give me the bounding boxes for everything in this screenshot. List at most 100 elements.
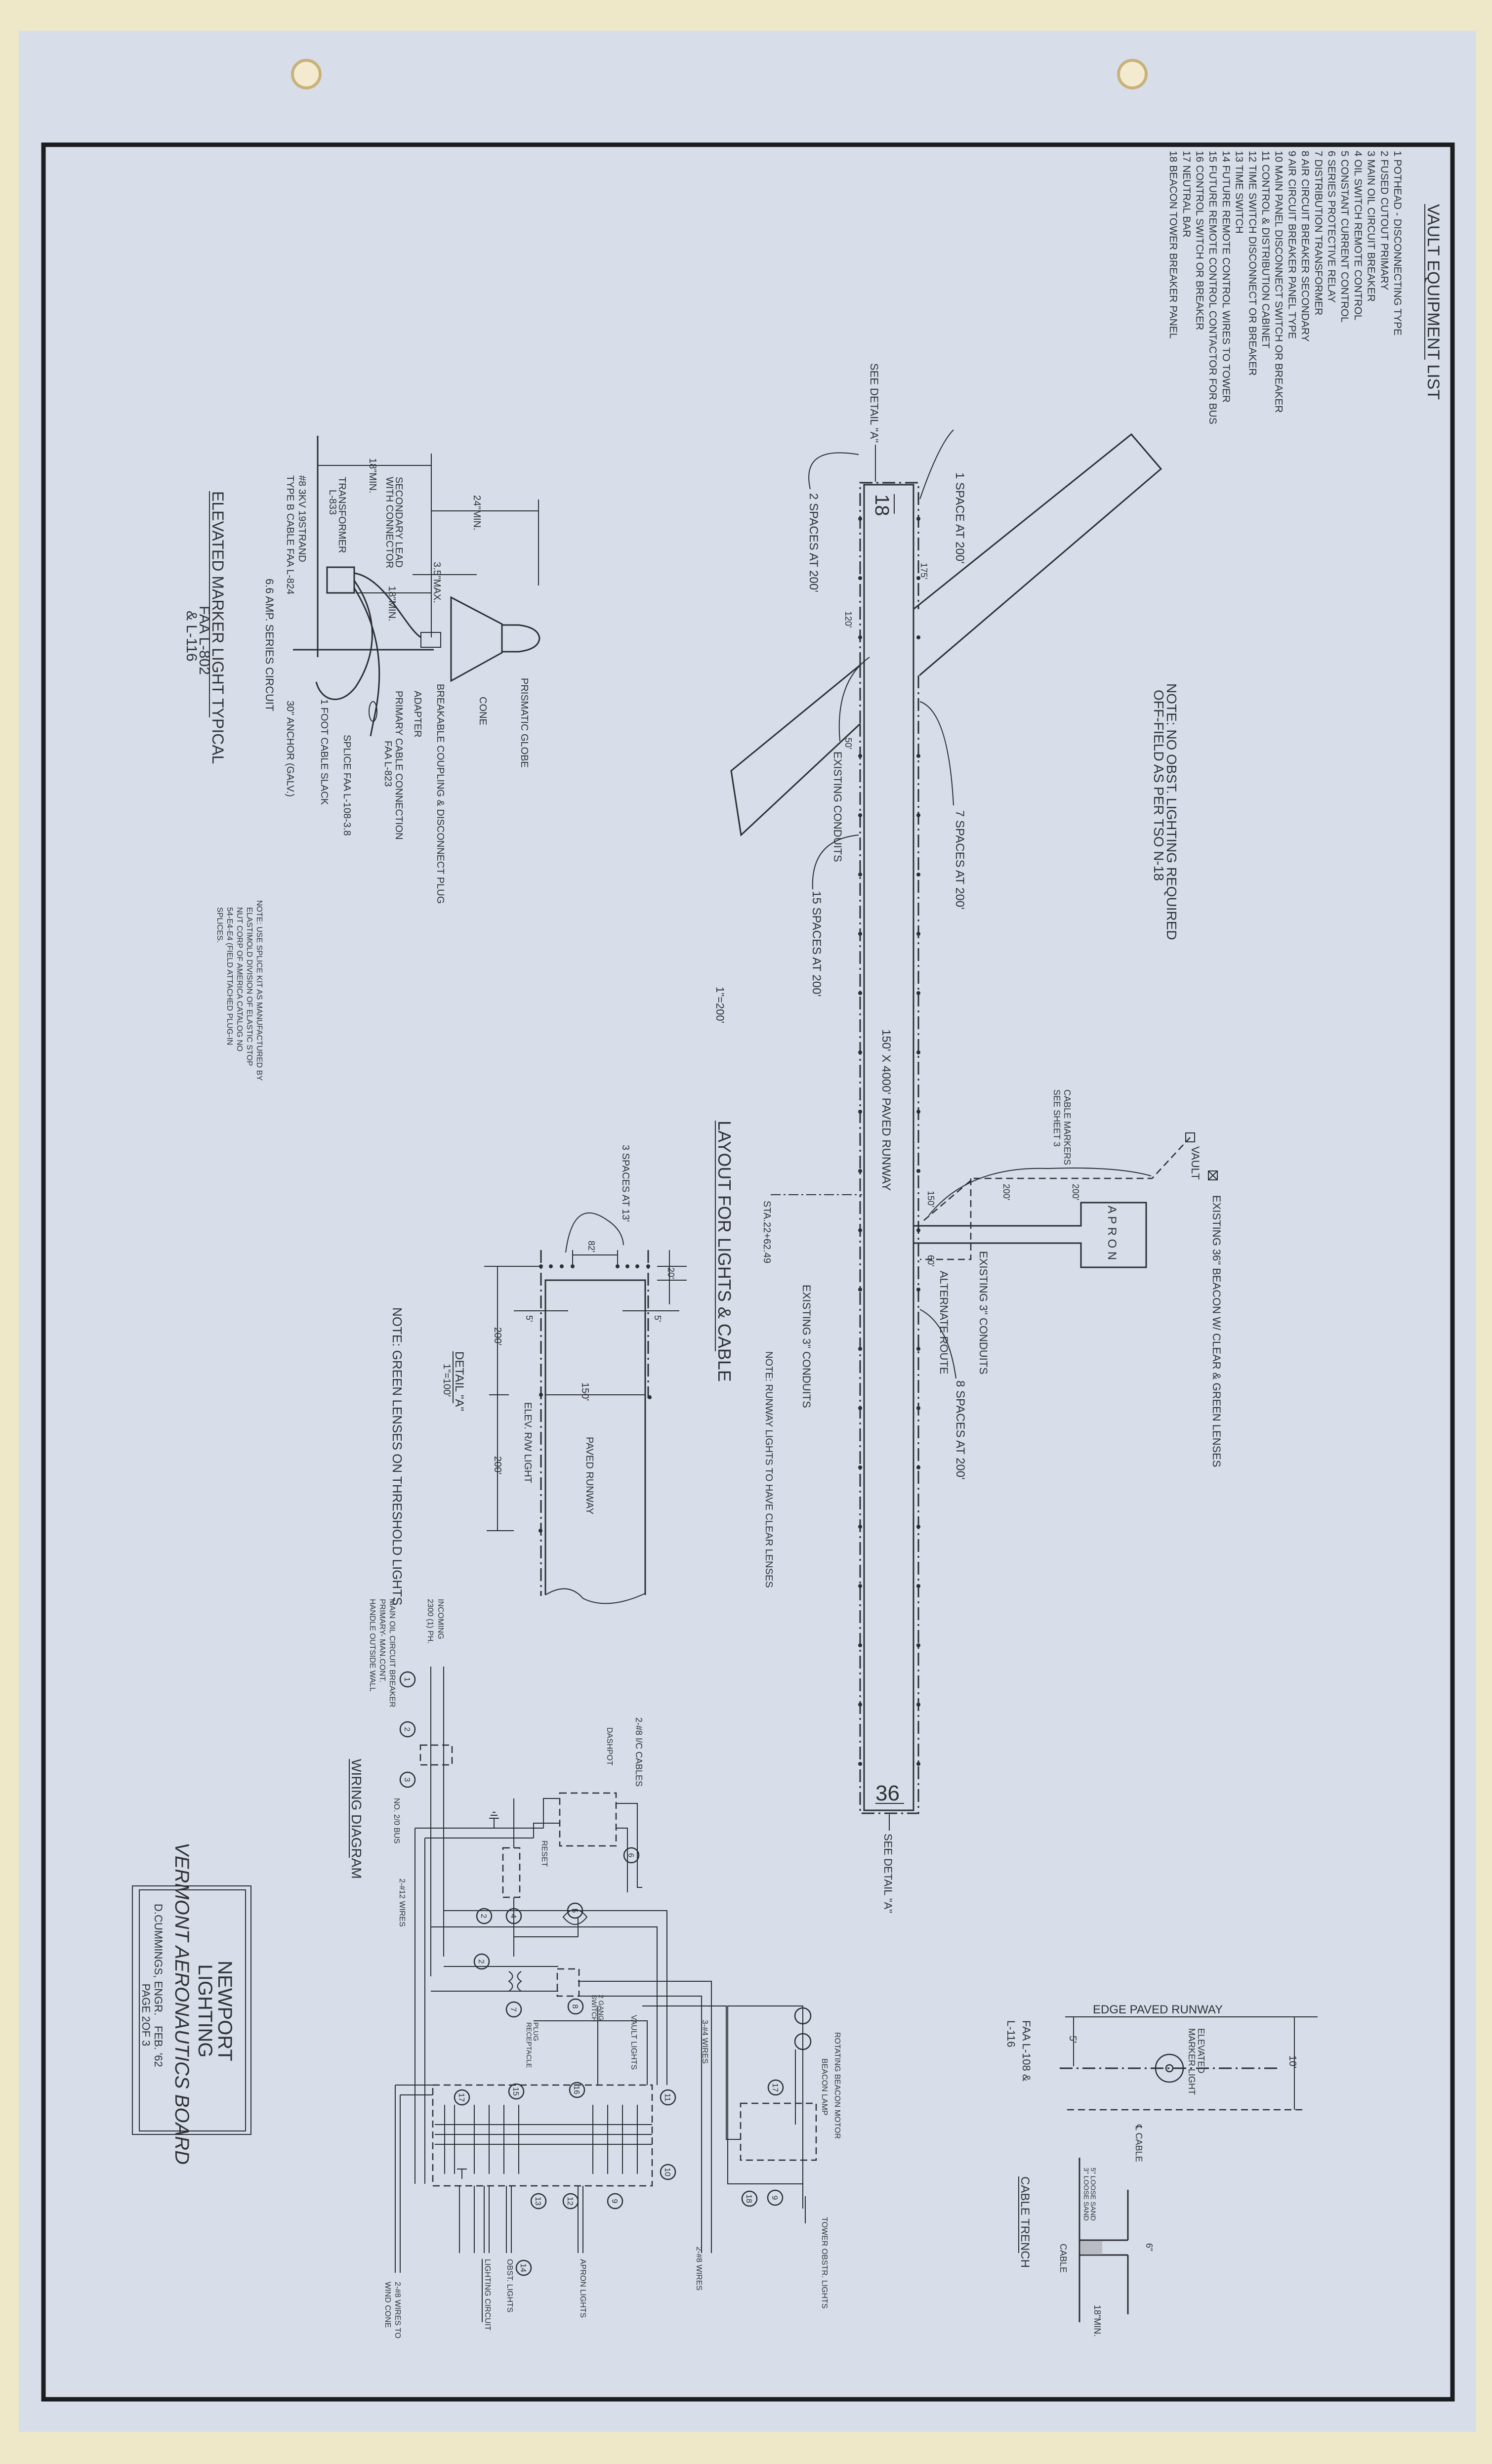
dim-24-min: 24"MIN. bbox=[471, 495, 482, 531]
marker-light-spec-2: & L-116 bbox=[183, 611, 200, 662]
label-cable-2: TYPE B CABLE FAA L-824 bbox=[285, 475, 295, 594]
crossing-runway bbox=[730, 433, 1162, 837]
runway-edge-light bbox=[858, 1703, 862, 1707]
vault-equipment-item: 1 POTHEAD - DISCONNECTING TYPE bbox=[1392, 151, 1403, 335]
label-breakable-coupling: BREAKABLE COUPLING & DISCONNECT PLUG bbox=[435, 684, 446, 904]
vault-equipment-item: 14 FUTURE REMOTE CONTROL WIRES TO TOWER bbox=[1220, 151, 1232, 403]
label-plug: PLUG bbox=[532, 2022, 540, 2041]
callout-circle bbox=[567, 1902, 583, 1919]
label-transformer-spec: L-833 bbox=[327, 490, 338, 515]
vault-equipment-item: 17 NEUTRAL BAR bbox=[1181, 151, 1192, 237]
trench-spec-2: L-116 bbox=[1005, 2020, 1017, 2047]
runway-edge-light bbox=[858, 754, 862, 758]
beacon-wires bbox=[795, 2049, 806, 2223]
label-wires-4: 3-#4 WIRES bbox=[701, 2020, 709, 2064]
marker-light-spec-1: FAA L-802 bbox=[196, 606, 212, 675]
runway-light-line bbox=[859, 482, 919, 1814]
marker-light-title: ELEVATED MARKER LIGHT TYPICAL bbox=[209, 491, 227, 764]
light-dot bbox=[646, 1264, 650, 1268]
label-see-sheet-3: SEE SHEET 3 bbox=[1052, 1089, 1062, 1147]
label-gang-switch: 2 GANG bbox=[597, 1995, 605, 2021]
vault-equipment-item: 8 AIR CIRCUIT BREAKER SECONDARY bbox=[1299, 151, 1311, 342]
break-line bbox=[545, 1588, 646, 1604]
vault-equipment-item: 15 FUTURE REMOTE CONTROL CONTACTOR FOR B… bbox=[1207, 151, 1218, 424]
elevated-marker-light-core bbox=[1165, 2064, 1174, 2073]
runway-edge-light bbox=[916, 1762, 920, 1766]
runway-edge-light bbox=[858, 1643, 862, 1647]
main-breaker-box bbox=[419, 1744, 453, 1766]
callout-number: 9 bbox=[770, 2196, 779, 2200]
spaces-leader bbox=[565, 1212, 624, 1253]
runway-edge-light bbox=[858, 1465, 862, 1469]
dim-200-a: 200' bbox=[1001, 1184, 1011, 1200]
edge-light-line bbox=[540, 1250, 649, 1596]
runway-edge-light bbox=[858, 813, 862, 817]
label-gang-switch-2: SWITCH bbox=[590, 1995, 598, 2022]
prismatic-globe bbox=[501, 624, 540, 653]
beacon-icon bbox=[1208, 1170, 1218, 1180]
label-beacon-lamp: BEACON LAMP bbox=[820, 2058, 829, 2116]
runway-edge-light bbox=[916, 576, 920, 580]
label-apron-lights: APRON LIGHTS bbox=[579, 2259, 587, 2318]
wiring-title: WIRING DIAGRAM bbox=[349, 1759, 364, 1879]
label-wind-cone: 2-#8 WIRES TO bbox=[393, 2282, 402, 2339]
runway-end-18: 18 bbox=[871, 494, 893, 516]
distribution-transformer bbox=[508, 1971, 522, 1992]
vault-equipment-item: 12 TIME SWITCH DISCONNECT OR BREAKER bbox=[1246, 151, 1258, 376]
title-organization: VERMONT AERONAUTICS BOARD bbox=[171, 1842, 193, 2165]
dim-200-a: 200' bbox=[492, 1327, 503, 1345]
callout-number: 2 bbox=[403, 1727, 411, 1732]
callout-circle bbox=[399, 1721, 416, 1738]
callout-number: 9 bbox=[610, 2199, 619, 2204]
note-splice-kit-1: NOTE: USE SPLICE KIT AS MANUFACTURED BY bbox=[255, 900, 263, 1081]
dim-10: 10' bbox=[1287, 2055, 1298, 2068]
callout-circle bbox=[660, 2089, 676, 2106]
station-label: STA.22+62.49 bbox=[761, 1201, 772, 1263]
cable-trench-detail: FAA L-108 & L-116 CABLE TRENCH EDGE PAVE… bbox=[1005, 2003, 1318, 2337]
light-dot bbox=[616, 1264, 620, 1268]
callout-number: 6 bbox=[626, 1853, 635, 1858]
constant-current-regulator bbox=[562, 1909, 588, 1925]
runway-edge-light bbox=[858, 576, 862, 580]
layout-title: LAYOUT FOR LIGHTS & CABLE bbox=[714, 1121, 735, 1382]
trench-section bbox=[1078, 2158, 1129, 2322]
callout-circle bbox=[660, 2164, 676, 2180]
runway-edge-light bbox=[916, 1465, 920, 1469]
label-sand-5: 5" LOOSE SAND bbox=[1089, 2168, 1097, 2221]
title-lighting: LIGHTING bbox=[194, 1964, 216, 2058]
light-dot bbox=[539, 1393, 543, 1397]
dim-200-b: 200' bbox=[492, 1456, 503, 1474]
vault-equipment-item: 18 BEACON TOWER BREAKER PANEL bbox=[1167, 151, 1179, 338]
title-block: NEWPORT LIGHTING VERMONT AERONAUTICS BOA… bbox=[132, 1842, 251, 2165]
drawing-border bbox=[41, 142, 1455, 2402]
note-green-lenses: NOTE: GREEN LENSES ON THRESHOLD LIGHTS bbox=[390, 1307, 405, 1605]
runway-edge-light bbox=[858, 1584, 862, 1588]
cables bbox=[315, 572, 421, 737]
callout-number: 16 bbox=[572, 2086, 580, 2094]
callout-circle bbox=[399, 1771, 416, 1788]
elevated-marker-light-detail: ELEVATED MARKER LIGHT TYPICAL FAA L-802 … bbox=[183, 436, 540, 1081]
callout-circle bbox=[607, 2193, 623, 2210]
note-no-obst-lighting-2: OFF-FIELD AS PER TSO N-18 bbox=[1151, 690, 1166, 881]
runway-edge-light bbox=[858, 1169, 862, 1173]
label-tower-lights: TOWER OBSTR. LIGHTS bbox=[820, 2217, 829, 2309]
runway-edge-light bbox=[916, 932, 920, 936]
callout-circle bbox=[399, 1671, 416, 1688]
runway-edge-light bbox=[916, 1288, 920, 1292]
vault-equipment-item: 5 CONSTANT CURRENT CONTROL bbox=[1339, 151, 1350, 323]
apron-label: A P R O N bbox=[1105, 1206, 1119, 1260]
label-dashpot: DASHPOT bbox=[605, 1727, 614, 1766]
wires bbox=[395, 1667, 741, 2273]
label-existing-3in-conduits: EXISTING 3" CONDUITS bbox=[800, 1285, 813, 1408]
dim-82: 82' bbox=[586, 1241, 596, 1252]
runway-edge-light bbox=[916, 635, 920, 639]
callout-number: 13 bbox=[534, 2197, 542, 2206]
dim-5-left: 5' bbox=[524, 1315, 534, 1322]
callout-number: 1 bbox=[403, 1677, 411, 1682]
callout-number: 14 bbox=[519, 2263, 527, 2272]
runway-edge-light bbox=[858, 635, 862, 639]
dim-18-min-b: 18"MIN. bbox=[386, 586, 397, 622]
label-marker-light: MARKER LIGHT bbox=[1187, 2028, 1197, 2095]
vault-equipment-item: 2 FUSED CUTOUT PRIMARY bbox=[1378, 151, 1390, 290]
callout-number: 2 bbox=[479, 1914, 488, 1919]
